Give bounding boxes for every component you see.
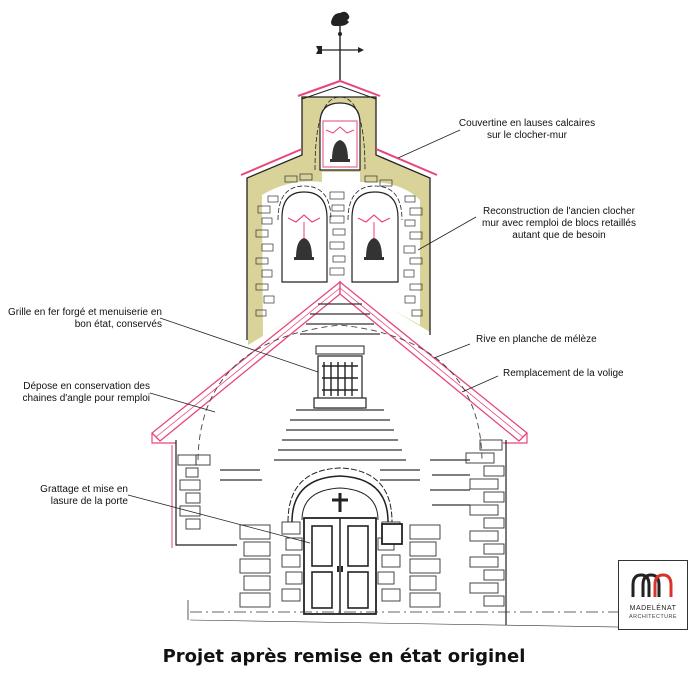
bell-top-coping-dark: [301, 85, 377, 100]
notice-board: [381, 523, 403, 545]
annotation-rive: Rive en planche de mélèze: [476, 334, 597, 345]
quoins-left: [177, 454, 211, 530]
bell-gable-coping-right: [375, 148, 438, 176]
rubble-stones: [255, 173, 423, 317]
annotation-reconstruction: Reconstruction de l'ancien clocher mur a…: [482, 206, 636, 241]
logo-arches-icon: [631, 573, 673, 597]
bell-yoke-left: [287, 214, 321, 223]
bell-gable-coping-left: [240, 148, 303, 176]
bell-icon-left: [296, 238, 312, 258]
bell-wall-outline: [246, 96, 431, 340]
bell-yoke-right: [357, 214, 391, 223]
architect-logo: MADELÉNAT ARCHITECTURE: [618, 560, 688, 630]
quoins-right: [465, 439, 505, 607]
vault-dashed-line: [197, 324, 483, 461]
door-surround-stones: [239, 521, 441, 608]
annotation-depose: Dépose en conservation des chaines d'ang…: [22, 381, 150, 404]
annotation-volige: Remplacement de la volige: [503, 368, 624, 379]
door-panels: [311, 525, 369, 609]
bell-icon-right: [366, 238, 382, 258]
cross-icon: [332, 493, 348, 512]
bell-top-coping: [297, 79, 381, 97]
bell-arch-right: [351, 191, 399, 283]
bell-icon-top: [332, 140, 348, 160]
left-wall-outline: [175, 440, 237, 546]
wrought-iron-grille: [322, 362, 358, 396]
logo-name: MADELÉNAT: [629, 605, 677, 612]
weathervane-arrowhead: [358, 47, 364, 53]
annotation-couvertine: Couvertine en lauses calcaires sur le cl…: [458, 118, 596, 141]
roof-rafters-right: [339, 280, 528, 442]
leader-lines: [127, 129, 499, 544]
door-arch: [291, 475, 389, 523]
annotation-grille: Grille en fer forgé et menuiserie en bon…: [8, 307, 162, 330]
top-bell-frame: [322, 120, 358, 168]
drawing-caption: Projet après remise en état originel: [162, 646, 526, 667]
vane-ball: [338, 32, 342, 36]
logo-subtitle: ARCHITECTURE: [629, 614, 677, 620]
annotation-grattage: Grattage et mise en lasure de la porte: [40, 484, 128, 507]
weathervane-tail: [316, 46, 322, 54]
rooster-icon: [331, 11, 350, 26]
gable-courses: [274, 303, 406, 461]
